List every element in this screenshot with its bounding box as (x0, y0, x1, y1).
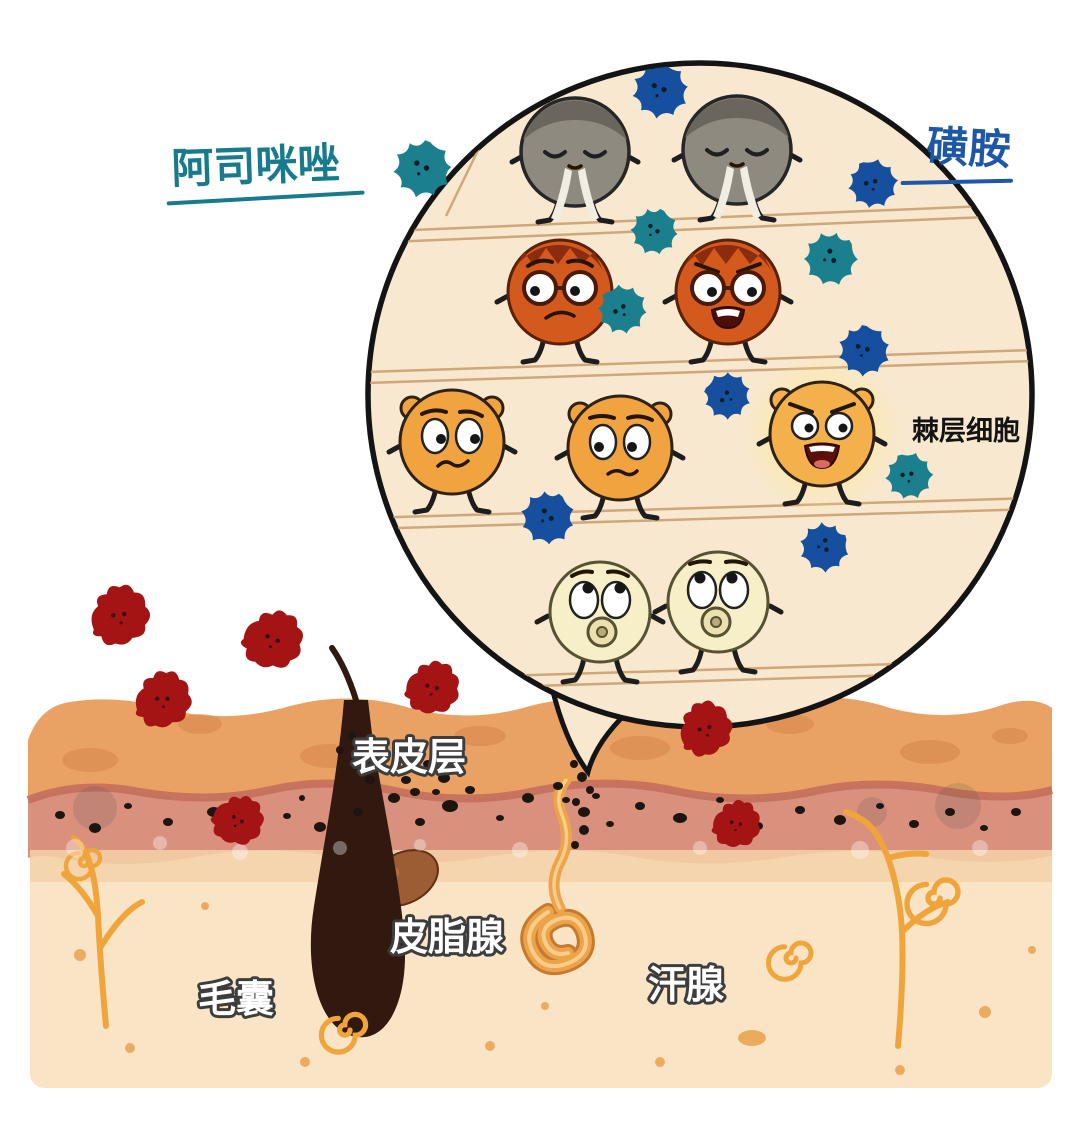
magnifier-bubble: 棘层细胞 (365, 60, 1035, 778)
dermis-dots (74, 902, 1036, 1075)
hair-follicle (310, 645, 406, 1052)
drug-label-right-group: 磺胺 (900, 121, 1013, 186)
nerve-ending-right (769, 809, 959, 1049)
dermis-transition-band (30, 850, 1052, 882)
sweat-gland-label: 汗腺 (648, 963, 725, 1007)
bubble-interior: 棘层细胞 (370, 65, 1030, 693)
drug-label-left-underline (166, 190, 365, 206)
inflamed-cell-1 (497, 238, 623, 362)
spinous-cell-1 (389, 388, 515, 512)
withered-cell-1 (512, 96, 638, 222)
hair-shaft (329, 645, 359, 703)
withered-cell-2 (674, 94, 800, 220)
labels: 阿司咪唑 磺胺 表皮层 毛囊 皮脂腺 汗腺 (166, 121, 1013, 1024)
epidermis-top-line (26, 779, 1054, 804)
drug-label-right-underline (900, 178, 1013, 186)
allergen-blob (84, 579, 156, 651)
epidermis-label: 表皮层 (352, 735, 466, 779)
basal-cell-1 (537, 560, 663, 682)
drug-label-left: 阿司咪唑 (171, 138, 341, 193)
nerve-ending-left (61, 835, 145, 1029)
allergen-blob (235, 601, 311, 677)
surface-texture (62, 714, 1028, 772)
inflamed-cell-2 (665, 238, 791, 362)
spinous-cell-label: 棘层细胞 (912, 415, 1020, 447)
spinous-cell-highlighted (742, 354, 902, 514)
light-cells-row (66, 836, 988, 860)
drug-label-left-group: 阿司咪唑 (166, 138, 365, 206)
sebaceous-gland-label: 皮脂腺 (390, 915, 505, 959)
pigment-dots (55, 732, 1021, 837)
basal-cell-2 (655, 550, 781, 672)
skin-cross-section (26, 645, 1054, 1088)
sweat-gland (520, 774, 595, 976)
hair-follicle-label: 毛囊 (198, 977, 274, 1021)
spinous-cell-2 (557, 394, 683, 518)
epidermis-band (28, 783, 1052, 864)
drug-label-right: 磺胺 (925, 121, 1011, 174)
